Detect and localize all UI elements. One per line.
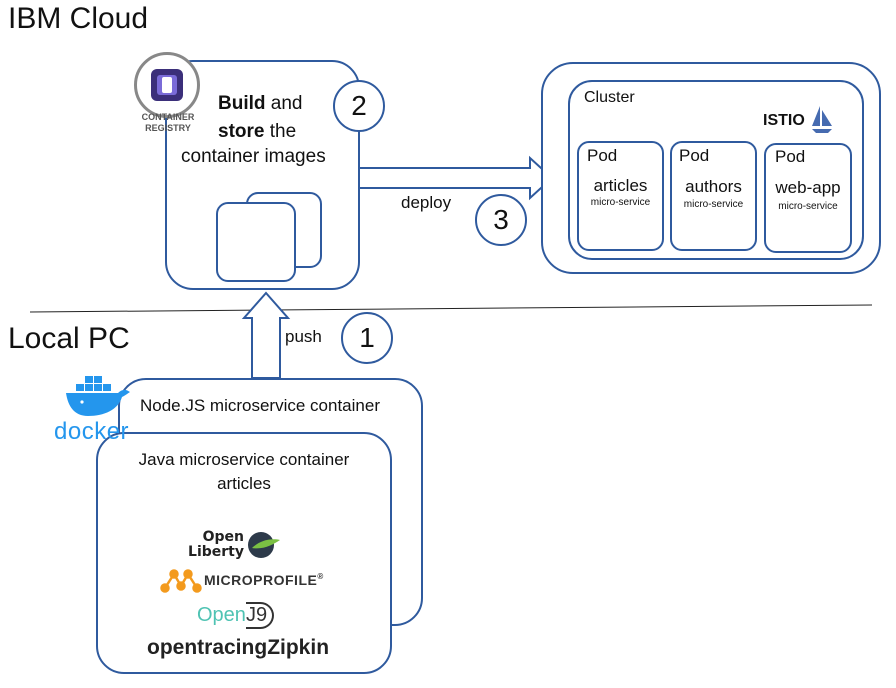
registry-logo-line1: CONTAINER: [141, 112, 195, 122]
ibm-cloud-title: IBM Cloud: [8, 2, 149, 35]
container-image-front: [216, 202, 296, 282]
openj9-j9: J9: [245, 602, 275, 629]
step-3-circle: 3: [475, 194, 527, 246]
docker-text: docker: [54, 418, 130, 445]
java-container-line1: Java microservice container: [138, 450, 350, 469]
pod-name: web-app: [775, 178, 841, 197]
push-label: push: [285, 327, 322, 346]
pod-sub: micro-service: [778, 201, 838, 212]
pod-name: articles: [593, 176, 648, 195]
pod-name: authors: [685, 177, 742, 196]
open-liberty-icon: [248, 532, 280, 558]
microprofile-tm: ®: [317, 572, 324, 581]
cluster-label: Cluster: [584, 89, 635, 106]
docker-whale-icon: [66, 376, 130, 416]
registry-logo-text: CONTAINER REGISTRY: [120, 112, 216, 134]
istio-label: ISTIO: [763, 112, 805, 129]
open-liberty-text: Open Liberty: [188, 530, 244, 560]
store-rest: the: [264, 121, 297, 142]
opentracing-zipkin-text: opentracingZipkin: [147, 636, 329, 660]
container-registry-logo: [134, 52, 200, 118]
pod-web-app: Pod web-app micro-service: [764, 143, 852, 253]
java-container-line2: articles: [217, 474, 271, 493]
registry-logo-line2: REGISTRY: [145, 123, 191, 133]
local-pc-title: Local PC: [8, 322, 130, 355]
registry-line3: container images: [181, 146, 326, 167]
istio-icon: [812, 106, 832, 133]
registry-icon: [151, 69, 183, 101]
java-container-label: Java microservice container articles: [96, 448, 392, 496]
store-word: store: [218, 121, 265, 142]
pod-label: Pod: [775, 147, 806, 166]
zipkin-word: Zipkin: [267, 636, 330, 659]
microprofile-icon: [160, 569, 202, 593]
container-registry-box: [165, 60, 360, 290]
pod-label: Pod: [587, 146, 618, 165]
microprofile-text: MICROPROFILE®: [204, 572, 324, 588]
openj9-logo: OpenJ9: [197, 602, 275, 629]
pod-label: Pod: [679, 146, 710, 165]
open-liberty-line1: Open: [202, 529, 244, 545]
pod-authors: Pod authors micro-service: [670, 141, 757, 251]
deploy-arrow: [351, 155, 554, 201]
step-2-circle: 2: [333, 80, 385, 132]
pod-sub: micro-service: [683, 199, 744, 210]
cloud-local-divider: [29, 304, 873, 313]
opentracing-word: opentracing: [147, 636, 268, 659]
microprofile-word: MICROPROFILE: [204, 572, 318, 588]
build-word: Build: [218, 93, 266, 114]
push-arrow: [241, 291, 291, 379]
java-container-box: [96, 432, 392, 674]
pod-articles: Pod articles micro-service: [577, 141, 664, 251]
open-liberty-line2: Liberty: [188, 544, 244, 560]
step-1-circle: 1: [341, 312, 393, 364]
pod-sub: micro-service: [590, 197, 651, 208]
deploy-label: deploy: [401, 193, 452, 212]
openj9-open: Open: [197, 604, 246, 626]
build-rest: and: [265, 93, 303, 114]
registry-description: Build and store the: [218, 90, 302, 146]
node-container-label: Node.JS microservice container: [140, 396, 380, 415]
